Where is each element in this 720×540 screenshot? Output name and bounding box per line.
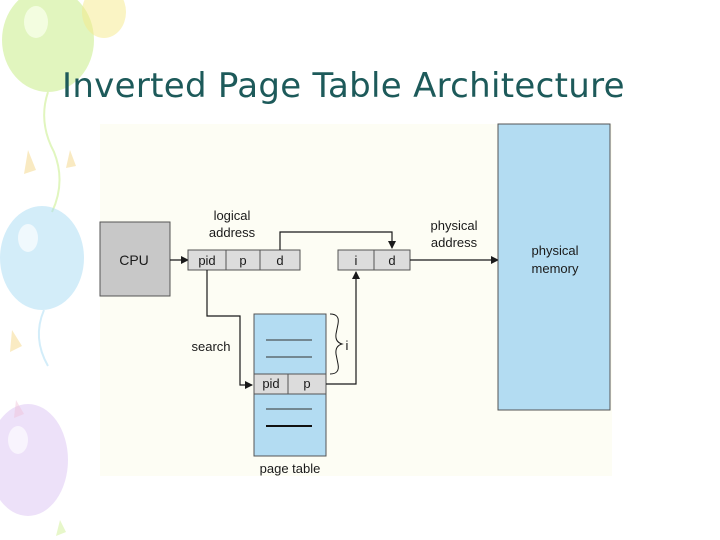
physical-address-label-line2: address [431, 235, 478, 250]
physical-memory-label-line1: physical [532, 243, 579, 258]
index-to-frame-arrow [326, 271, 360, 385]
physical-address: i d [337, 249, 411, 271]
balloon-yellow [82, 0, 126, 38]
physical-address-label-line1: physical [431, 218, 478, 233]
logical-d-label: d [276, 253, 283, 268]
slide-title: Inverted Page Table Architecture [62, 66, 625, 106]
page-table-p-label: p [303, 376, 310, 391]
balloon-confetti [10, 150, 76, 536]
offset-copy-arrow [279, 231, 396, 250]
logical-p-label: p [239, 253, 246, 268]
physical-d-label: d [388, 253, 395, 268]
physical-memory-box [497, 123, 611, 411]
index-label: i [346, 338, 349, 353]
physical-i-label: i [355, 253, 358, 268]
logical-address-label-line1: logical [214, 208, 251, 223]
balloon-blue [0, 206, 84, 367]
page-table-pid-label: pid [262, 376, 279, 391]
logical-pid-label: pid [198, 253, 215, 268]
logical-address: pid p d [187, 249, 301, 271]
page-table-label: page table [260, 461, 321, 476]
cpu-box [99, 221, 171, 297]
balloon-purple [0, 404, 68, 516]
logical-address-label-line2: address [209, 225, 256, 240]
index-brace [329, 313, 344, 375]
search-label: search [191, 339, 230, 354]
search-arrow [206, 270, 253, 389]
cpu-label: CPU [119, 252, 149, 268]
balloon-green [2, 0, 94, 213]
physical-memory-label-line2: memory [532, 261, 579, 276]
